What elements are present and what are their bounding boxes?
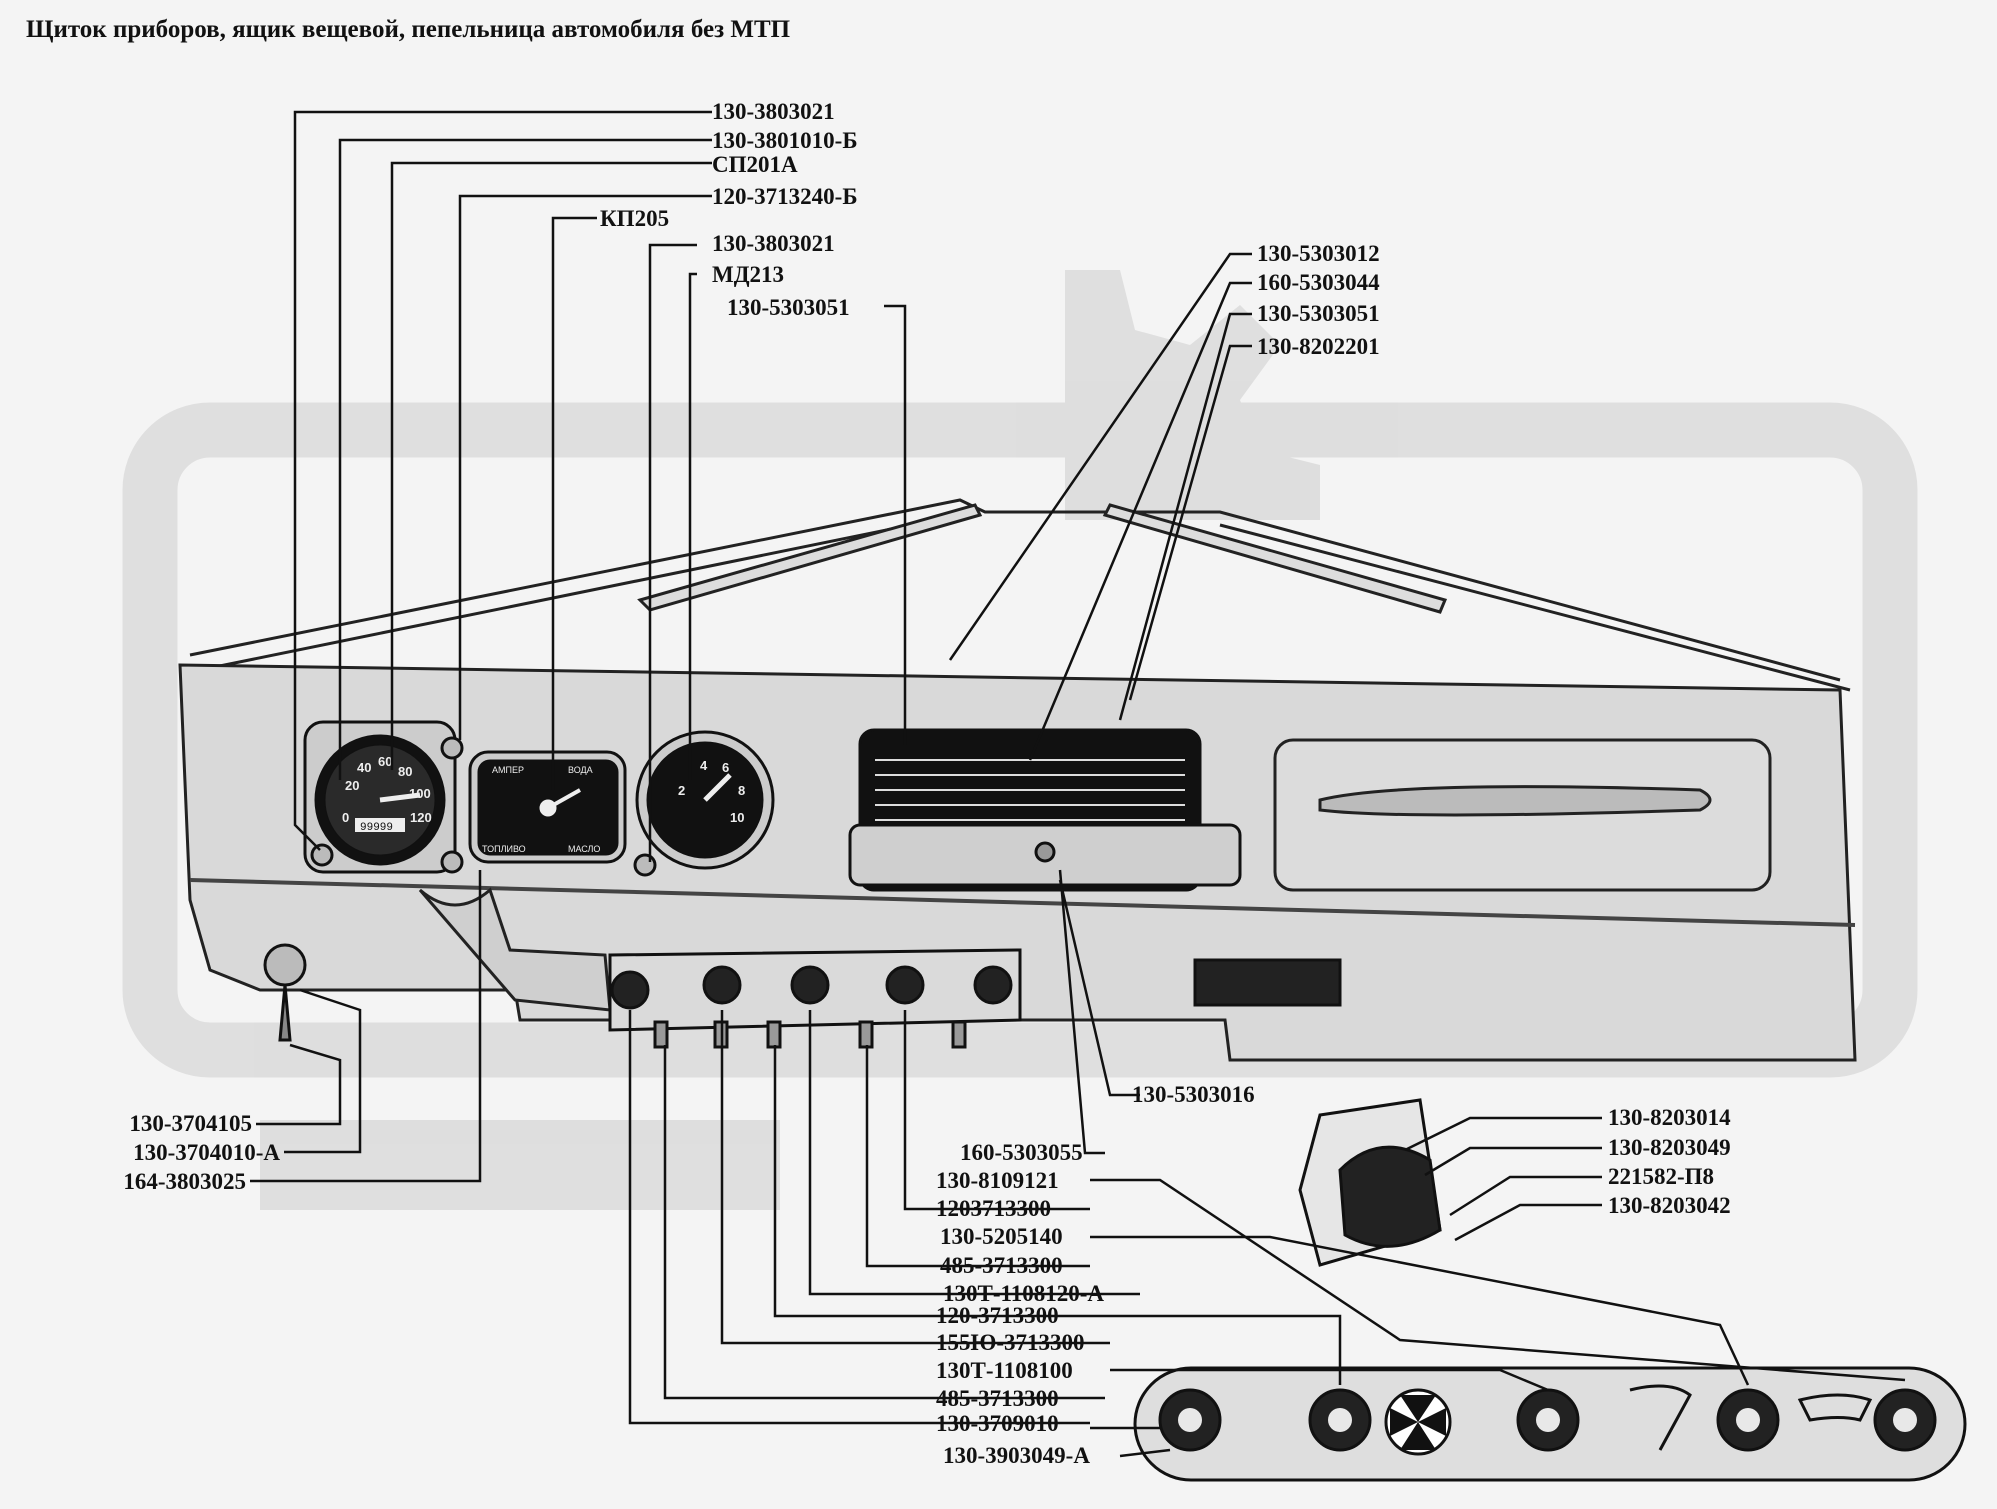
leader-lines <box>250 110 1906 1458</box>
part-label: 130-8203042 <box>1608 1193 1731 1218</box>
grab-handle-panel <box>1273 738 1772 892</box>
speedometer <box>303 720 457 874</box>
part-label: 130-8203049 <box>1608 1135 1731 1160</box>
speedometer-mark: 60 <box>378 754 392 769</box>
part-label: 221582-П8 <box>1608 1164 1715 1189</box>
part-label: 130-5303051 <box>1257 301 1380 326</box>
combination-gauge <box>468 750 627 864</box>
speedometer-mark: 120 <box>410 810 432 825</box>
panel-lamps <box>310 736 657 877</box>
part-label: 120-3713300 <box>936 1303 1059 1328</box>
speedometer-mark: 20 <box>345 778 359 793</box>
part-label: 130-5303016 <box>1132 1082 1255 1107</box>
part-label: 130-5303012 <box>1257 241 1380 266</box>
part-label: МД213 <box>712 262 785 287</box>
part-label: 485-3713300 <box>936 1386 1059 1411</box>
oil-pressure-label: МАСЛО <box>568 844 600 854</box>
tachometer-mark: 6 <box>722 760 729 775</box>
glove-box <box>848 728 1242 892</box>
part-label: 130-3801010-Б <box>712 128 858 153</box>
part-label: 130-3704010-А <box>133 1140 280 1165</box>
windshield-frame <box>189 498 1851 692</box>
tachometer-mark: 4 <box>700 758 708 773</box>
ashtray-detail <box>1298 1098 1442 1267</box>
part-label: 130-5205140 <box>940 1224 1063 1249</box>
part-label: 164-3803025 <box>123 1169 246 1194</box>
tachometer-mark: 2 <box>678 783 685 798</box>
tachometer-mark: 10 <box>730 810 744 825</box>
part-label: 130Т-1108120-А <box>943 1281 1104 1306</box>
speedometer-mark: 0 <box>342 810 349 825</box>
part-label: 130-3709010 <box>936 1411 1059 1436</box>
fuel-label: ТОПЛИВО <box>482 844 526 854</box>
part-label: 130-3803021 <box>712 231 835 256</box>
ignition-lock <box>263 943 307 1042</box>
switch-legend-detail <box>1133 1366 1967 1482</box>
ammeter-label: АМПЕР <box>492 765 524 775</box>
part-label: 130-3803021 <box>712 99 835 124</box>
switch-bar <box>608 948 1342 1049</box>
part-label: 485-3713300 <box>940 1253 1063 1278</box>
part-label: СП201А <box>712 152 798 177</box>
part-label: 120-3713240-Б <box>712 184 858 209</box>
odometer-readout: 99999 <box>360 822 393 834</box>
part-label: 130-8203014 <box>1608 1105 1731 1130</box>
part-label: 160-5303044 <box>1257 270 1380 295</box>
speedometer-mark: 80 <box>398 764 412 779</box>
part-label: 130Т-1108100 <box>936 1358 1073 1383</box>
part-label: 130-3704105 <box>129 1111 252 1136</box>
part-label: 130-5303051 <box>727 295 850 320</box>
tachometer-mark: 8 <box>738 783 745 798</box>
part-label: 130-8109121 <box>936 1168 1059 1193</box>
part-label: 1203713300 <box>936 1196 1051 1221</box>
part-label: 130-8202201 <box>1257 334 1380 359</box>
tachometer <box>635 730 775 870</box>
water-temp-label: ВОДА <box>568 765 593 775</box>
part-label: КП205 <box>600 206 670 231</box>
part-label: 155Ю-3713300 <box>936 1330 1085 1355</box>
watermark <box>122 270 1918 1210</box>
speedometer-mark: 40 <box>357 760 371 775</box>
part-label: 160-5303055 <box>960 1140 1083 1165</box>
speedometer-mark: 100 <box>409 786 431 801</box>
page-title: Щиток приборов, ящик вещевой, пепельница… <box>26 16 791 43</box>
part-label: 130-3903049-А <box>943 1443 1090 1468</box>
